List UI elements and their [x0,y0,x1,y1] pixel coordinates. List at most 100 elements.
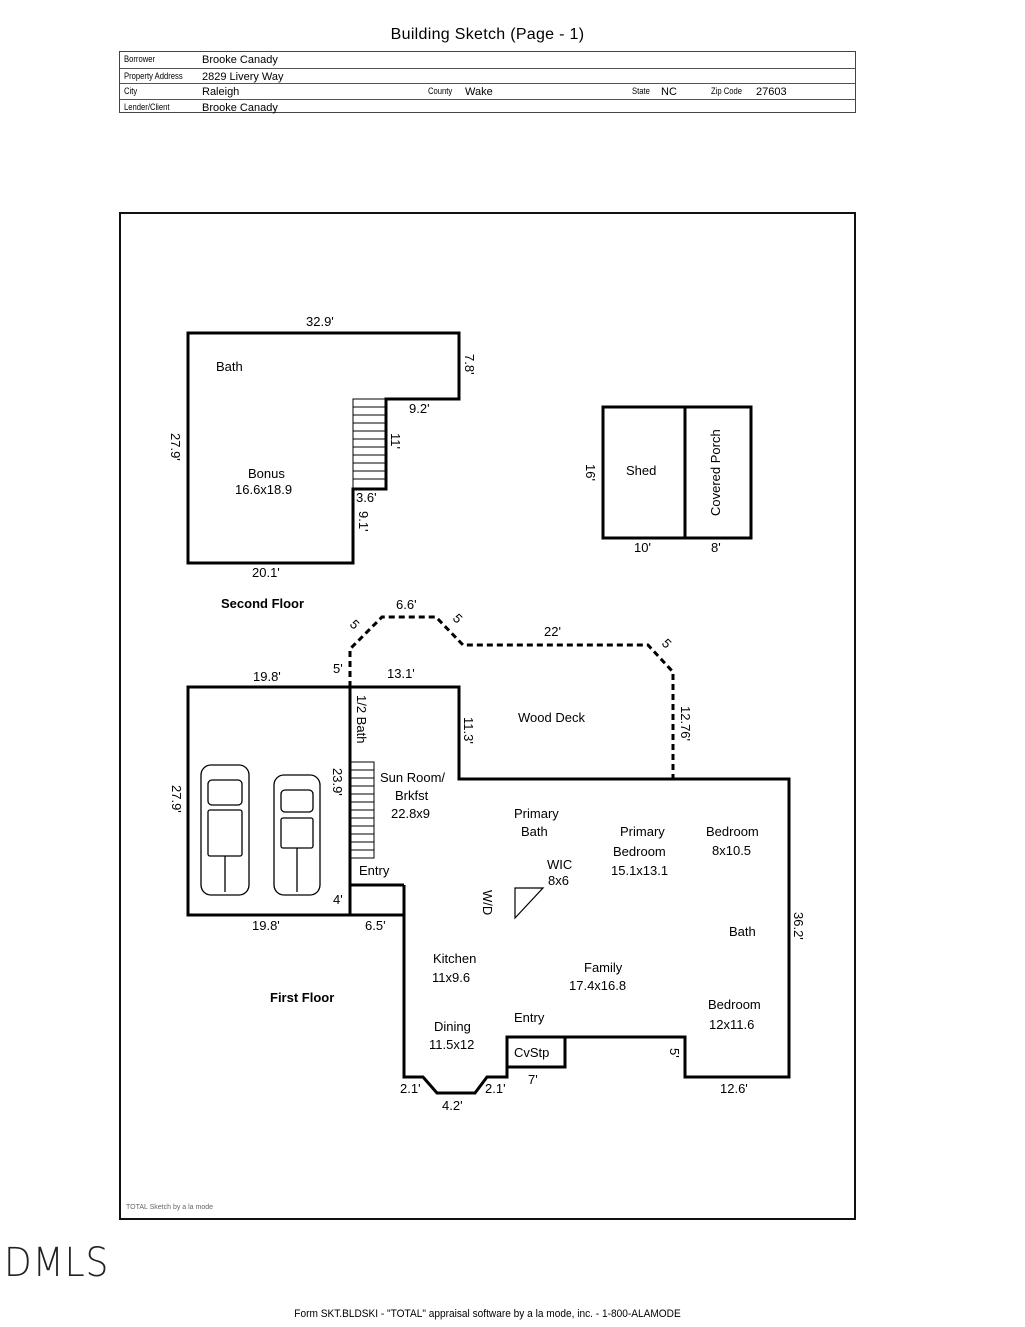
first-floor-outline [348,685,791,1095]
bedroom-2-size: 12x11.6 [709,1017,754,1032]
garage-dim-top: 19.8' [253,669,281,684]
deck-dim-5c: 5 [450,611,466,627]
first-floor-label: First Floor [270,990,334,1005]
primary-bed-label: Primary [620,824,665,839]
county-value: Wake [465,86,493,98]
lender-value: Brooke Canady [202,101,278,114]
first-floor-stairs [349,761,375,859]
garage-dim-left: 27.9' [169,785,184,813]
wd-label: W/D [480,890,495,915]
shed-label: Shed [626,463,656,478]
sf-dim-step: 9.2' [409,401,430,416]
porch-dim-width: 8' [711,540,721,555]
borrower-label: Borrower [124,54,156,64]
bedroom-1-label: Bedroom [706,824,759,839]
sf-dim-top: 32.9' [306,314,334,329]
mls-watermark: DMLS [4,1240,110,1286]
shed-dim-width: 10' [634,540,651,555]
covered-porch-label: Covered Porch [708,429,723,516]
wic-size: 8x6 [548,873,569,888]
dim-126: 12.6' [720,1081,748,1096]
lender-row: Lender/Client Brooke Canady [120,98,855,115]
address-label: Property Address [124,70,183,81]
city-label: City [124,86,138,96]
entry-dim-bottom: 6.5' [365,918,386,933]
sf-dim-notch: 3.6' [356,490,377,505]
primary-bed-label-2: Bedroom [613,844,666,859]
dim-5: 5' [667,1048,682,1058]
entry-dim: 4' [333,892,343,907]
sf-dim-bottom: 20.1' [252,565,280,580]
state-value: NC [661,86,677,98]
sunroom-dim-left: 23.9' [330,768,345,796]
sf-dim-right-lower: 9.1' [356,511,371,532]
city-value: Raleigh [202,86,240,98]
zip-label: Zip Code [711,86,743,96]
shed-outline [601,405,753,540]
sketch-frame [119,212,856,1220]
car-icon [200,764,250,896]
dim-42: 4.2' [442,1098,463,1113]
sf-bath-label: Bath [216,359,243,374]
sf-dim-stair: 11' [388,433,403,449]
primary-bath-label: Primary [514,806,559,821]
address-value: 2829 Livery Way [202,70,284,83]
deck-dim-5b: 5 [347,617,363,633]
entry-label: Entry [359,863,390,878]
borrower-value: Brooke Canady [202,54,278,66]
bonus-label: Bonus [248,466,285,481]
garage-dim-bottom: 19.8' [252,918,280,933]
kitchen-size: 11x9.6 [432,970,470,985]
sunroom-dim-top: 13.1' [387,666,415,681]
second-floor-label: Second Floor [221,596,304,611]
sf-dim-left: 27.9' [168,433,183,461]
dim-21b: 2.1' [485,1081,506,1096]
truck-icon [273,774,321,896]
sunroom-dim-right: 11.3' [461,717,476,744]
primary-bed-size: 15.1x13.1 [611,863,668,878]
wood-deck-label: Wood Deck [518,710,585,725]
form-footer: Form SKT.BLDSKI - "TOTAL" appraisal soft… [294,1308,681,1320]
cvstp-label: CvStp [514,1045,549,1060]
wic-label: WIC [547,857,572,872]
kitchen-label: Kitchen [433,951,476,966]
bath-label: Bath [729,924,756,939]
dining-size: 11.5x12 [429,1037,474,1052]
sketch-credit: TOTAL Sketch by a la mode [126,1204,214,1211]
address-row: Property Address 2829 Livery Way [120,67,855,84]
sf-dim-right-upper: 7.8' [462,354,477,375]
zip-value: 27603 [756,86,787,98]
primary-bath-label-2: Bath [521,824,548,839]
shed-dim-height: 16' [583,464,598,481]
deck-dim-1276: 12.76' [678,706,693,741]
deck-dim-5a: 5' [333,661,343,676]
bedroom-2-label: Bedroom [708,997,761,1012]
bonus-size: 16.6x18.9 [235,482,292,497]
sunroom-size: 22.8x9 [391,806,430,821]
half-bath-label: 1/2 Bath [354,695,369,743]
cvstp-outline [505,1035,567,1069]
borrower-row: Borrower Brooke Canady [120,52,855,68]
sunroom-label-2: Brkfst [395,788,429,803]
property-info-table: Borrower Brooke Canady Property Address … [119,51,856,115]
dim-21a: 2.1' [400,1081,421,1096]
dining-label: Dining [434,1019,471,1034]
page-title: Building Sketch (Page - 1) [390,26,585,43]
deck-dim-66: 6.6' [396,597,417,612]
dim-7: 7' [528,1072,538,1087]
family-label: Family [584,960,623,975]
deck-dim-22: 22' [544,624,561,639]
sunroom-label: Sun Room/ [380,770,445,785]
family-size: 17.4x16.8 [569,978,626,993]
second-floor-stairs [352,398,387,490]
bedroom-1-size: 8x10.5 [712,843,751,858]
wood-deck-outline [348,615,675,779]
garage-outline [186,685,352,917]
first-floor-dim-right: 36.2' [791,912,806,940]
wic-door-icon [514,887,545,920]
county-label: County [428,86,453,96]
entry-2-label: Entry [514,1010,545,1025]
lender-label: Lender/Client [124,101,170,112]
city-row: City Raleigh County Wake State NC Zip Co… [120,83,855,99]
